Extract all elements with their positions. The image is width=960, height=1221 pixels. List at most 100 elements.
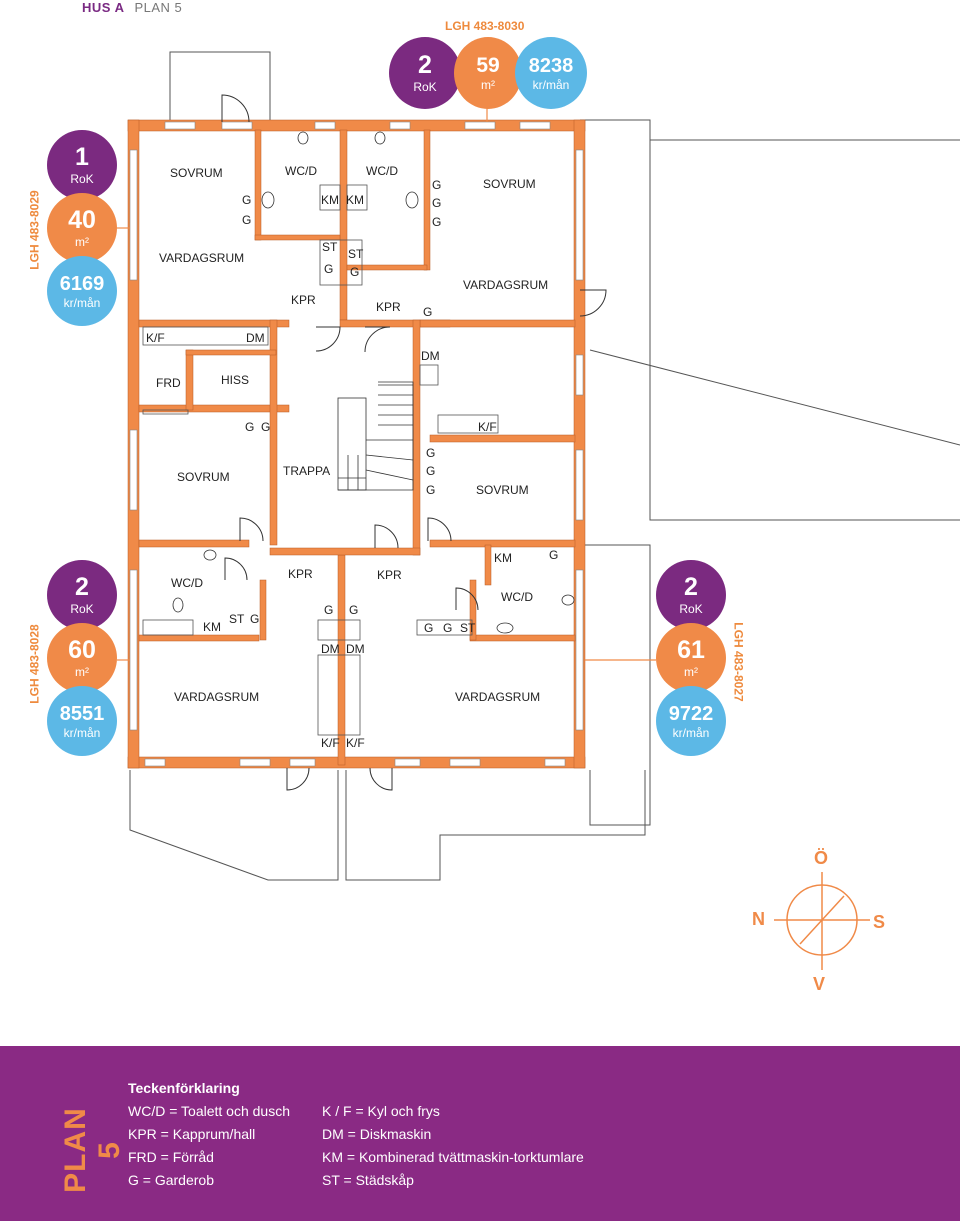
room-kpr-4: KPR <box>377 568 402 582</box>
label-kf-2: K/F <box>478 420 497 434</box>
room-sovrum-tl: SOVRUM <box>170 166 223 180</box>
plan-label: PLAN 5 <box>134 0 183 15</box>
wall-right <box>573 119 586 769</box>
label-g: G <box>424 621 434 635</box>
wall-h-bath-r <box>346 264 428 271</box>
legend-item: KM = Kombinerad tvättmaskin-torktumlare <box>322 1149 584 1165</box>
rok-label: RoK <box>679 602 703 616</box>
wall-mid-bottom <box>337 554 346 766</box>
area-unit: m² <box>684 665 698 679</box>
area-badge-8027: 61 m² <box>656 623 726 693</box>
rooms-badge-8030: 2 RoK <box>389 37 461 109</box>
wall-v-lowbath-rr <box>484 544 492 586</box>
label-kf-4: K/F <box>346 736 365 750</box>
wall-v-lowbath-r <box>469 579 477 641</box>
legend-item: ST = Städskåp <box>322 1172 414 1188</box>
room-wcd-3: WC/D <box>171 576 203 590</box>
room-wcd-2: WC/D <box>366 164 398 178</box>
wall-h-upper-left <box>138 319 290 328</box>
legend-item: K / F = Kyl och frys <box>322 1103 440 1119</box>
label-kf-1: K/F <box>146 331 165 345</box>
wall-top <box>127 119 586 132</box>
label-g: G <box>426 446 436 460</box>
room-kpr-3: KPR <box>288 567 313 581</box>
room-sovrum-mr: SOVRUM <box>476 483 529 497</box>
house-label: HUS A <box>82 0 125 15</box>
label-g: G <box>426 464 436 478</box>
rent-unit: kr/mån <box>63 295 101 310</box>
rooms-count: 2 <box>684 573 698 601</box>
rent-value: 8551 <box>59 702 105 725</box>
label-st-2: ST <box>348 247 364 261</box>
page-header: HUS A PLAN 5 <box>82 0 182 15</box>
room-wcd-4: WC/D <box>501 590 533 604</box>
wall-bottom <box>127 756 586 769</box>
label-g: G <box>432 178 442 192</box>
apartment-id-8029: LGH 483-8029 <box>27 190 42 270</box>
label-km-3: KM <box>203 620 221 634</box>
balcony-right-lower <box>580 544 651 826</box>
rent-unit: kr/mån <box>672 725 710 740</box>
rooms-badge-8027: 2 RoK <box>656 560 726 630</box>
area-unit: m² <box>75 665 89 679</box>
rent-value: 8238 <box>528 54 574 77</box>
label-g: G <box>349 603 359 617</box>
wall-h-lower-right <box>429 539 576 548</box>
wall-hiss-top <box>185 349 277 356</box>
room-kpr-1: KPR <box>291 293 316 307</box>
rooms-badge-8028: 2 RoK <box>47 560 117 630</box>
balcony-top-left <box>169 51 271 123</box>
rooms-count: 2 <box>75 573 89 601</box>
rok-label: RoK <box>70 602 94 616</box>
rent-badge-8027: 9722 kr/mån <box>656 686 726 756</box>
label-g: G <box>242 213 252 227</box>
label-dm-2: DM <box>421 349 440 363</box>
wall-v-upper-r <box>423 129 431 271</box>
rooms-badge-8029: 1 RoK <box>47 130 117 200</box>
balcony-bottom-right <box>345 770 646 881</box>
label-dm-1: DM <box>246 331 265 345</box>
area-value: 40 <box>68 206 96 234</box>
legend-item: FRD = Förråd <box>128 1149 214 1165</box>
rok-label: RoK <box>413 80 437 94</box>
stair-case <box>337 397 367 491</box>
rooms-count: 1 <box>75 143 89 171</box>
rent-unit: kr/mån <box>532 77 570 92</box>
label-g: G <box>324 603 334 617</box>
label-dm-4: DM <box>346 642 365 656</box>
area-badge-8030: 59 m² <box>454 37 522 109</box>
legend-item: WC/D = Toalett och dusch <box>128 1103 290 1119</box>
legend-item: G = Garderob <box>128 1172 214 1188</box>
wall-h-mid-left <box>138 404 290 413</box>
room-frd: FRD <box>156 376 181 390</box>
room-vardagsrum-br: VARDAGSRUM <box>455 690 541 704</box>
balcony-bottom-left <box>129 770 339 881</box>
label-g: G <box>261 420 271 434</box>
wall-trap-right <box>412 319 421 556</box>
wall-v-upper-l <box>254 129 262 241</box>
room-vardagsrum-tl: VARDAGSRUM <box>159 251 245 265</box>
area-badge-8028: 60 m² <box>47 623 117 693</box>
label-st-4: ST <box>460 621 476 635</box>
wall-trap-left <box>269 319 278 546</box>
rent-value: 9722 <box>668 702 714 725</box>
label-g: G <box>324 262 334 276</box>
wall-h-right-1 <box>419 319 576 328</box>
wall-hiss-left <box>185 349 194 411</box>
legend-item: DM = Diskmaskin <box>322 1126 432 1142</box>
room-wcd-1: WC/D <box>285 164 317 178</box>
label-g: G <box>426 483 436 497</box>
balcony-right <box>580 119 960 521</box>
apartment-id-8030: LGH 483-8030 <box>445 19 525 33</box>
rent-value: 6169 <box>59 272 105 295</box>
room-vardagsrum-bl: VARDAGSRUM <box>174 690 260 704</box>
label-dm-3: DM <box>321 642 340 656</box>
area-unit: m² <box>75 235 89 249</box>
compass-north: N <box>752 909 765 929</box>
area-unit: m² <box>481 78 495 92</box>
label-km-2: KM <box>346 193 364 207</box>
wall-h-bath-l <box>254 234 341 241</box>
label-km-1: KM <box>321 193 339 207</box>
wall-mid-top <box>339 129 348 321</box>
room-kpr-2: KPR <box>376 300 401 314</box>
